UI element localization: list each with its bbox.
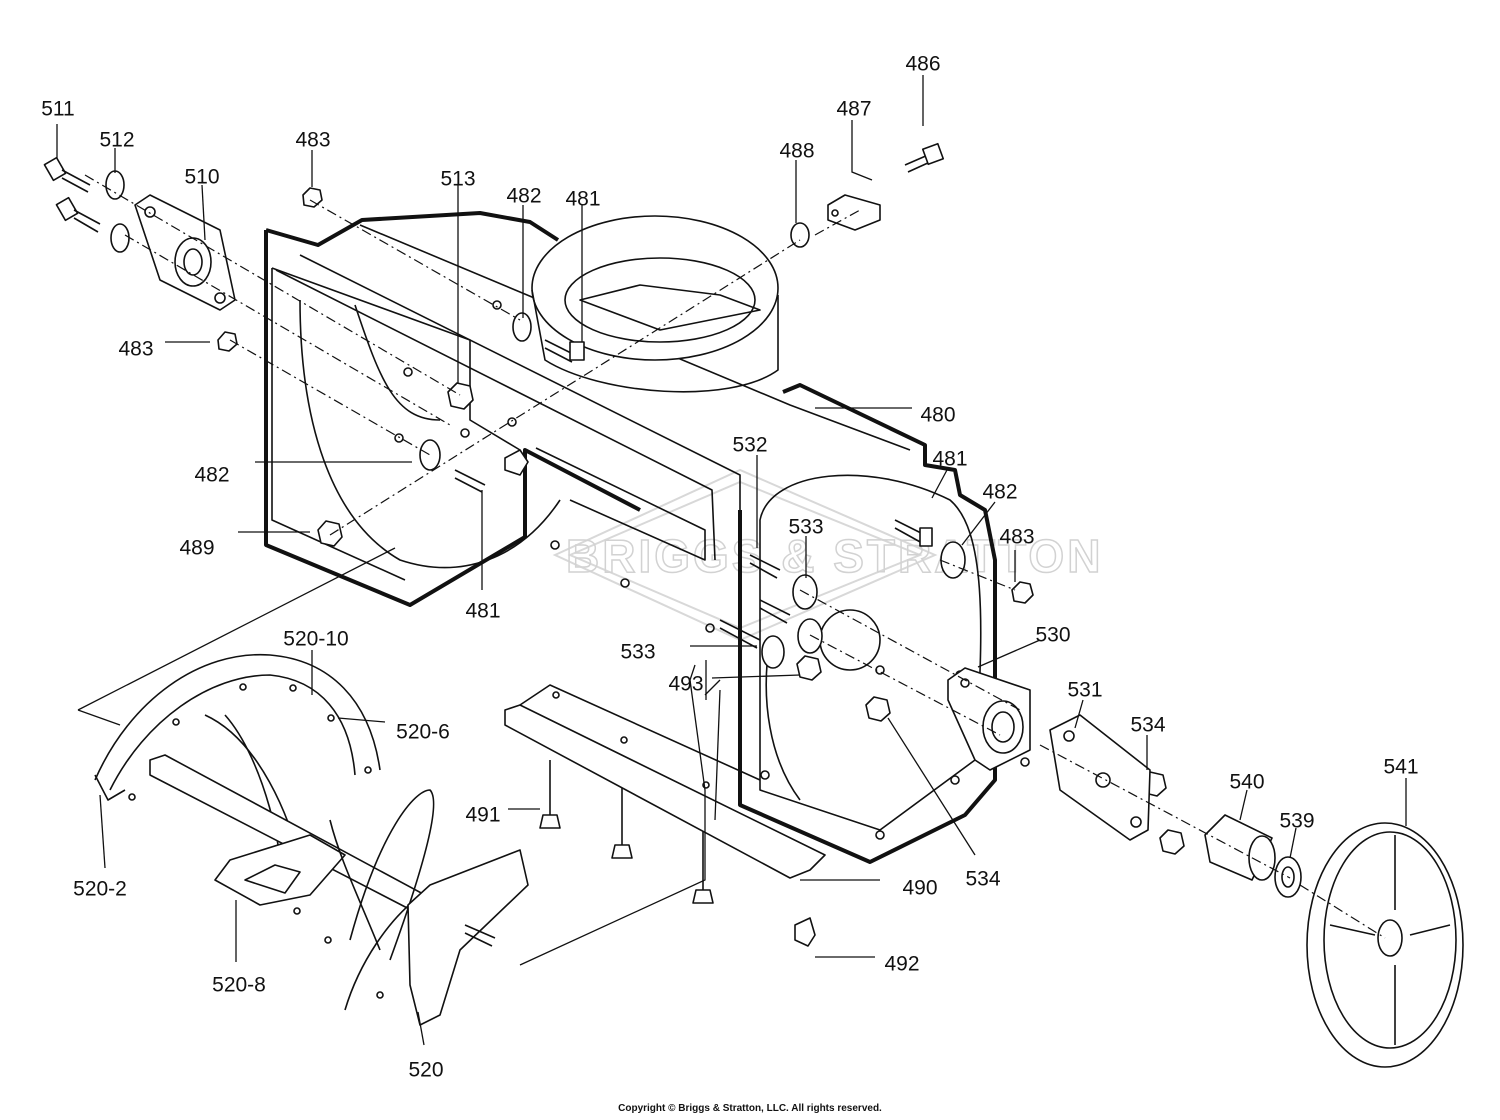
callout-510: 510 (184, 166, 219, 189)
callout-488: 488 (779, 140, 814, 163)
callout-533b: 533 (620, 641, 655, 664)
callout-481a: 481 (565, 188, 600, 211)
callout-512: 512 (99, 129, 134, 152)
watermark: BRIGGS & STRATTON (552, 468, 1101, 642)
callout-480: 480 (920, 404, 955, 427)
callout-534b: 534 (965, 868, 1000, 891)
assembly-lines (84, 174, 1386, 939)
bearing-flange-530 (947, 667, 1031, 771)
callout-483b: 483 (118, 338, 153, 361)
bearing-plate-510 (134, 194, 236, 311)
pulley-541 (1306, 822, 1464, 1068)
callout-483c: 483 (999, 526, 1034, 549)
callout-486: 486 (905, 53, 940, 76)
hardware (43, 142, 1185, 947)
callout-labels: 511 512 510 483 513 482 481 488 487 486 483 480 532 4… (41, 53, 1418, 1082)
callout-520-2: 520-2 (73, 878, 127, 901)
copyright-notice: Copyright © Briggs & Stratton, LLC. All … (618, 1103, 882, 1114)
callout-481b: 481 (932, 448, 967, 471)
callout-482b: 482 (982, 481, 1017, 504)
callout-520-10: 520-10 (283, 628, 348, 651)
callout-482a: 482 (506, 185, 541, 208)
callout-520-8: 520-8 (212, 974, 266, 997)
callout-539: 539 (1279, 810, 1314, 833)
callout-483a: 483 (295, 129, 330, 152)
callout-530: 530 (1035, 624, 1070, 647)
callout-513: 513 (440, 168, 475, 191)
connection-lines (77, 547, 721, 966)
callout-511: 511 (41, 98, 74, 121)
callout-489: 489 (179, 537, 214, 560)
callout-532: 532 (732, 434, 767, 457)
callout-491: 491 (465, 804, 500, 827)
spacer-540 (1204, 814, 1276, 881)
leader-lines (56, 75, 1407, 1046)
callout-520-6: 520-6 (396, 721, 450, 744)
callout-492: 492 (884, 953, 919, 976)
callout-520: 520 (408, 1059, 443, 1082)
callout-490: 490 (902, 877, 937, 900)
callout-493: 493 (668, 673, 703, 696)
callout-531: 531 (1067, 679, 1102, 702)
auger-assembly-520 (94, 653, 529, 1026)
callout-487: 487 (836, 98, 871, 121)
callout-540: 540 (1229, 771, 1264, 794)
callout-541: 541 (1383, 756, 1418, 779)
callout-482c: 482 (194, 464, 229, 487)
callout-533a: 533 (788, 516, 823, 539)
shave-plate-490 (504, 684, 826, 879)
callout-481c: 481 (465, 600, 500, 623)
callout-534a: 534 (1130, 714, 1165, 737)
auger-housing (264, 211, 997, 864)
